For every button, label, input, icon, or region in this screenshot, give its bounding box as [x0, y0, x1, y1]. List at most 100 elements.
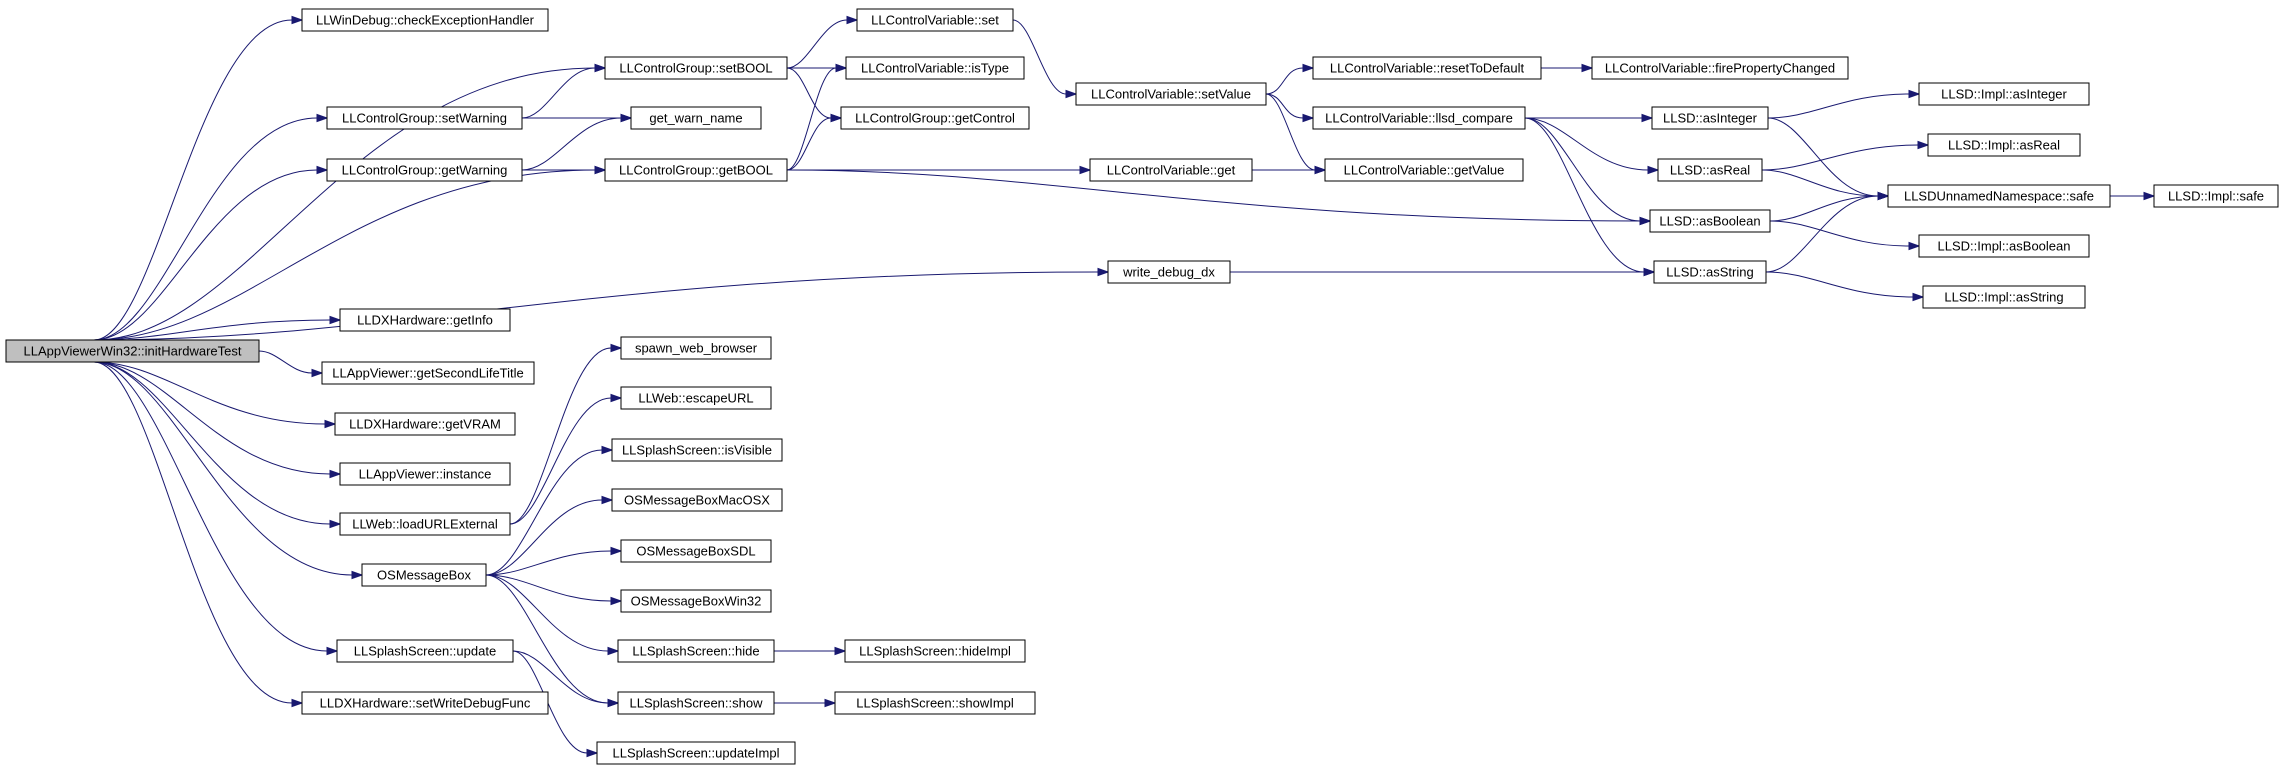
edge-line: [521, 117, 622, 171]
node-llsplashscreen-hide[interactable]: LLSplashScreen::hide: [617, 639, 775, 663]
node-llsplashscreen-isvisible[interactable]: LLSplashScreen::isVisible: [611, 438, 783, 462]
node-llcontrolvariable-set[interactable]: LLControlVariable::set: [856, 8, 1014, 32]
node-spawn-web-browser[interactable]: spawn_web_browser: [620, 336, 772, 360]
node-llappviewerwin32-inithardwaretest[interactable]: LLAppViewerWin32::initHardwareTest: [5, 339, 260, 363]
arrowhead: [1647, 165, 1660, 175]
node-box: [1312, 106, 1526, 130]
node-llsdunnamednamespace-safe[interactable]: LLSDUnnamedNamespace::safe: [1887, 184, 2111, 208]
node-llsplashscreen-show[interactable]: LLSplashScreen::show: [617, 691, 775, 715]
node-llsd-impl-asreal[interactable]: LLSD::Impl::asReal: [1927, 133, 2081, 157]
edge-line: [93, 169, 318, 341]
edge-cvReset-to-cvFire: [1541, 63, 1594, 73]
node-llweb-escapeurl[interactable]: LLWeb::escapeURL: [620, 386, 772, 410]
node-box: [1918, 234, 2090, 258]
node-osmessageboxsdl[interactable]: OSMessageBoxSDL: [620, 539, 772, 563]
arrowhead: [601, 495, 614, 505]
edge-line: [509, 347, 612, 525]
node-box: [611, 488, 783, 512]
edge-root-to-instance: [93, 361, 342, 479]
node-label: LLSD::Impl::asReal: [1948, 138, 2060, 153]
edge-line: [786, 117, 832, 171]
node-box: [604, 158, 788, 182]
node-llsplashscreen-hideimpl[interactable]: LLSplashScreen::hideImpl: [844, 639, 1026, 663]
node-label: LLSplashScreen::show: [630, 696, 764, 711]
node-llappviewer-instance[interactable]: LLAppViewer::instance: [339, 462, 511, 486]
node-box: [1089, 158, 1253, 182]
arrowhead: [291, 698, 304, 708]
edge-line: [93, 361, 326, 425]
node-llsd-impl-asstring[interactable]: LLSD::Impl::asString: [1922, 285, 2086, 309]
node-llcontrolgroup-setwarning[interactable]: LLControlGroup::setWarning: [326, 106, 523, 130]
node-llcontrolgroup-setbool[interactable]: LLControlGroup::setBOOL: [604, 56, 788, 80]
node-label: LLWinDebug::checkExceptionHandler: [316, 13, 535, 28]
node-llcontrolgroup-getbool[interactable]: LLControlGroup::getBOOL: [604, 158, 788, 182]
node-llappviewer-getsecondlifetitle[interactable]: LLAppViewer::getSecondLifeTitle: [321, 361, 535, 385]
node-box: [620, 539, 772, 563]
node-label: spawn_web_browser: [635, 341, 758, 356]
node-llsd-asinteger[interactable]: LLSD::asInteger: [1651, 106, 1769, 130]
node-label: write_debug_dx: [1122, 265, 1215, 280]
edge-line: [1524, 117, 1641, 222]
node-llwindebug-checkexceptionhandler[interactable]: LLWinDebug::checkExceptionHandler: [301, 8, 549, 32]
node-llsd-impl-asinteger[interactable]: LLSD::Impl::asInteger: [1918, 82, 2090, 106]
node-osmessageboxwin32[interactable]: OSMessageBoxWin32: [620, 589, 772, 613]
node-get-warn-name[interactable]: get_warn_name: [630, 106, 762, 130]
node-label: LLControlGroup::getBOOL: [619, 163, 773, 178]
edge-line: [485, 574, 609, 652]
node-llcontrolvariable-resettodefault[interactable]: LLControlVariable::resetToDefault: [1312, 56, 1542, 80]
node-write-debug-dx[interactable]: write_debug_dx: [1107, 260, 1231, 284]
node-llsd-impl-asboolean[interactable]: LLSD::Impl::asBoolean: [1918, 234, 2090, 258]
arrowhead: [1917, 140, 1930, 150]
node-box: [326, 106, 523, 130]
edge-osMsgBox-to-msgWin: [485, 574, 623, 606]
node-label: LLSD::asString: [1666, 265, 1753, 280]
edge-root-to-splashUpdate: [93, 361, 339, 656]
edge-root-to-winDebug: [93, 15, 304, 341]
node-osmessagebox[interactable]: OSMessageBox: [361, 563, 487, 587]
arrowhead: [1908, 241, 1921, 251]
node-label: LLWeb::loadURLExternal: [352, 517, 498, 532]
arrowhead: [610, 546, 623, 556]
node-llsplashscreen-showimpl[interactable]: LLSplashScreen::showImpl: [834, 691, 1036, 715]
node-lldxhardware-getinfo[interactable]: LLDXHardware::getInfo: [339, 308, 511, 332]
arrowhead: [610, 343, 623, 353]
node-box: [596, 741, 796, 765]
node-llcontrolvariable-get[interactable]: LLControlVariable::get: [1089, 158, 1253, 182]
arrowhead: [329, 519, 342, 529]
node-lldxhardware-getvram[interactable]: LLDXHardware::getVRAM: [334, 412, 516, 436]
node-llsplashscreen-updateimpl[interactable]: LLSplashScreen::updateImpl: [596, 741, 796, 765]
edge-line: [93, 361, 331, 475]
node-label: OSMessageBoxWin32: [631, 594, 762, 609]
arrowhead: [324, 419, 337, 429]
node-label: LLSplashScreen::hide: [632, 644, 759, 659]
node-lldxhardware-setwritedebugfunc[interactable]: LLDXHardware::setWriteDebugFunc: [301, 691, 549, 715]
node-llweb-loadurlexternal[interactable]: LLWeb::loadURLExternal: [339, 512, 511, 536]
node-llcontrolvariable-getvalue[interactable]: LLControlVariable::getValue: [1324, 158, 1524, 182]
node-box: [301, 691, 549, 715]
arrowhead: [607, 698, 620, 708]
node-llsd-asstring[interactable]: LLSD::asString: [1653, 260, 1767, 284]
node-label: LLControlGroup::getWarning: [342, 163, 508, 178]
node-llsplashscreen-update[interactable]: LLSplashScreen::update: [336, 639, 514, 663]
edge-line: [93, 319, 331, 341]
edge-cvGet-to-cvGetValue: [1252, 165, 1327, 175]
node-llcontrolvariable-istype[interactable]: LLControlVariable::isType: [845, 56, 1025, 80]
node-osmessageboxmacosx[interactable]: OSMessageBoxMacOSX: [611, 488, 783, 512]
node-llsd-asreal[interactable]: LLSD::asReal: [1657, 158, 1763, 182]
node-llcontrolvariable-setvalue[interactable]: LLControlVariable::setValue: [1075, 82, 1267, 106]
edge-root-to-loadURL: [93, 361, 342, 529]
edge-line: [786, 19, 848, 69]
node-llcontrolvariable-firepropertychanged[interactable]: LLControlVariable::firePropertyChanged: [1591, 56, 1849, 80]
node-llcontrolgroup-getcontrol[interactable]: LLControlGroup::getControl: [840, 106, 1030, 130]
node-box: [361, 563, 487, 587]
node-llcontrolgroup-getwarning[interactable]: LLControlGroup::getWarning: [326, 158, 523, 182]
arrowhead: [1065, 89, 1078, 99]
node-box: [1927, 133, 2081, 157]
node-llsd-asboolean[interactable]: LLSD::asBoolean: [1649, 209, 1771, 233]
node-llsd-impl-safe[interactable]: LLSD::Impl::safe: [2153, 184, 2279, 208]
node-llcontrolvariable-llsd-compare[interactable]: LLControlVariable::llsd_compare: [1312, 106, 1526, 130]
edge-line: [1265, 93, 1304, 119]
node-box: [1657, 158, 1763, 182]
node-box: [844, 639, 1026, 663]
edge-line: [786, 169, 1641, 222]
